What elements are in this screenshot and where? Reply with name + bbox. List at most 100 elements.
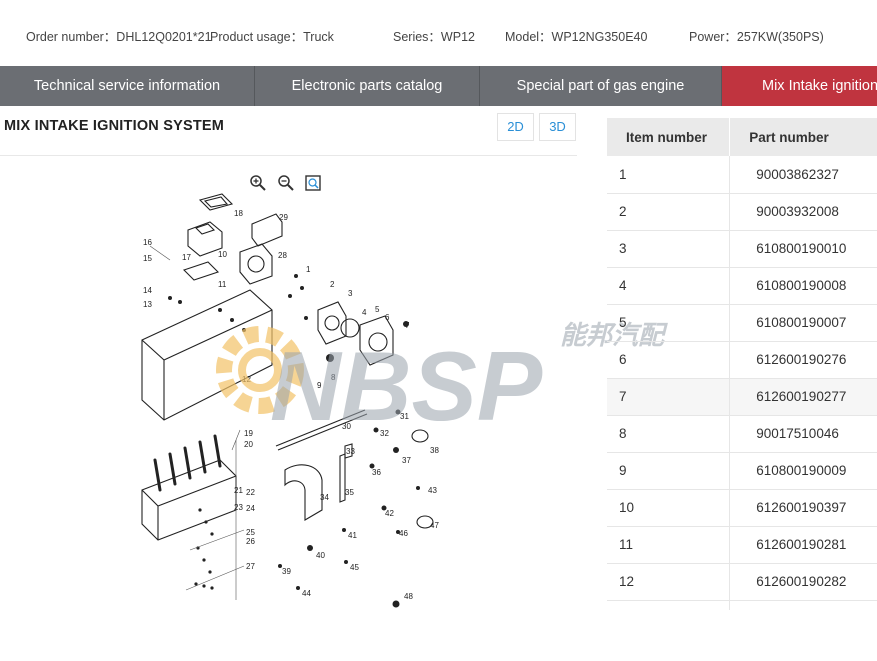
callout-30[interactable]: 30 xyxy=(342,422,351,431)
item-number: 10 xyxy=(607,489,731,527)
callout-1[interactable]: 1 xyxy=(306,265,311,274)
tab-technical-service-information[interactable]: Technical service information xyxy=(0,66,255,106)
part-number-text: 610800190009 xyxy=(756,463,847,478)
item-number-empty xyxy=(607,600,731,610)
callout-15[interactable]: 15 xyxy=(143,254,152,263)
part-number: 612600190276 xyxy=(729,341,877,379)
model: Model：WP12NG350E40 xyxy=(505,30,648,44)
callout-5[interactable]: 5 xyxy=(375,305,380,314)
callout-9[interactable]: 9 xyxy=(317,381,322,390)
callout-39[interactable]: 39 xyxy=(282,567,291,576)
order-info-bar: Order number：DHL12Q0201*21 Product usage… xyxy=(0,0,877,66)
callout-6[interactable]: 6 xyxy=(385,313,390,322)
callout-19[interactable]: 19 xyxy=(244,429,253,438)
part-number: 612600190397 xyxy=(729,489,877,527)
zoom-in-icon[interactable] xyxy=(249,174,267,192)
callout-29[interactable]: 29 xyxy=(279,213,288,222)
callout-43[interactable]: 43 xyxy=(428,486,437,495)
callout-2[interactable]: 2 xyxy=(330,280,335,289)
part-number: 612600190282 xyxy=(729,563,877,601)
callout-48[interactable]: 48 xyxy=(404,592,413,601)
callout-40[interactable]: 40 xyxy=(316,551,325,560)
callout-12[interactable]: 12 xyxy=(242,375,251,384)
callout-22[interactable]: 22 xyxy=(246,488,255,497)
part-number-empty xyxy=(729,600,877,610)
part-number: 610800190008 xyxy=(729,267,877,305)
callout-10[interactable]: 10 xyxy=(218,250,227,259)
item-number: 12 xyxy=(607,563,731,601)
callout-33[interactable]: 33 xyxy=(346,447,355,456)
callout-32[interactable]: 32 xyxy=(380,429,389,438)
part-number-text: 610800190007 xyxy=(756,315,847,330)
tab-mix-intake-ignition[interactable]: Mix Intake ignition xyxy=(722,66,877,106)
callout-3[interactable]: 3 xyxy=(348,289,353,298)
callout-20[interactable]: 20 xyxy=(244,440,253,449)
callout-8[interactable]: 8 xyxy=(331,373,336,382)
table-row[interactable]: 4 610800190008 xyxy=(607,267,877,305)
part-number: 612600190281 xyxy=(729,526,877,564)
part-number-text: 610800190008 xyxy=(756,278,847,293)
callout-47[interactable]: 47 xyxy=(430,521,439,530)
callout-24[interactable]: 24 xyxy=(246,504,255,513)
part-number: 90003932008 xyxy=(729,193,877,231)
callout-31[interactable]: 31 xyxy=(400,412,409,421)
table-row[interactable]: 1 90003862327 xyxy=(607,156,877,194)
callout-35[interactable]: 35 xyxy=(345,488,354,497)
callout-17[interactable]: 17 xyxy=(182,253,191,262)
item-number: 7 xyxy=(607,378,731,416)
callout-46[interactable]: 46 xyxy=(399,529,408,538)
callout-26[interactable]: 26 xyxy=(246,537,255,546)
part-number-text: 612600190281 xyxy=(756,537,847,552)
tab-special-part-of-gas-engine[interactable]: Special part of gas engine xyxy=(480,66,722,106)
callout-18[interactable]: 18 xyxy=(234,209,243,218)
callout-4[interactable]: 4 xyxy=(362,308,367,317)
table-row[interactable]: 9 610800190009 xyxy=(607,452,877,490)
callout-42[interactable]: 42 xyxy=(385,509,394,518)
table-row xyxy=(607,600,877,610)
callout-16[interactable]: 16 xyxy=(143,238,152,247)
callout-14[interactable]: 14 xyxy=(143,286,152,295)
panel-divider xyxy=(0,155,577,156)
callout-7[interactable]: 7 xyxy=(405,321,410,330)
product-usage: Product usage：Truck xyxy=(210,30,334,44)
callout-36[interactable]: 36 xyxy=(372,468,381,477)
item-number: 9 xyxy=(607,452,731,490)
column-header-item-number[interactable]: Item number xyxy=(607,118,731,156)
part-number-text: 90003862327 xyxy=(756,166,839,182)
table-row[interactable]: 12 612600190282 xyxy=(607,563,877,601)
part-number-text: 612600190282 xyxy=(756,574,847,589)
callout-38[interactable]: 38 xyxy=(430,446,439,455)
callout-41[interactable]: 41 xyxy=(348,531,357,540)
callout-27[interactable]: 27 xyxy=(246,562,255,571)
callout-25[interactable]: 25 xyxy=(246,528,255,537)
column-header-part-number[interactable]: Part number xyxy=(729,118,877,156)
callout-28[interactable]: 28 xyxy=(278,251,287,260)
item-number: 1 xyxy=(607,156,731,194)
callout-13[interactable]: 13 xyxy=(143,300,152,309)
tab-electronic-parts-catalog[interactable]: Electronic parts catalog xyxy=(255,66,480,106)
view-3d-button[interactable]: 3D xyxy=(539,113,576,141)
fit-view-icon[interactable] xyxy=(304,174,322,192)
view-2d-button[interactable]: 2D xyxy=(497,113,534,141)
main-tabs: Technical service information Electronic… xyxy=(0,66,877,106)
item-number: 4 xyxy=(607,267,731,305)
callout-44[interactable]: 44 xyxy=(302,589,311,598)
callout-23[interactable]: 23 xyxy=(234,503,243,512)
callout-11[interactable]: 11 xyxy=(218,280,227,289)
callout-21[interactable]: 21 xyxy=(234,486,243,495)
power: Power：257KW(350PS) xyxy=(689,30,824,44)
part-number: 612600190277 xyxy=(729,378,877,416)
callout-37[interactable]: 37 xyxy=(402,456,411,465)
callout-45[interactable]: 45 xyxy=(350,563,359,572)
zoom-out-icon[interactable] xyxy=(277,174,295,192)
callout-34[interactable]: 34 xyxy=(320,493,329,502)
